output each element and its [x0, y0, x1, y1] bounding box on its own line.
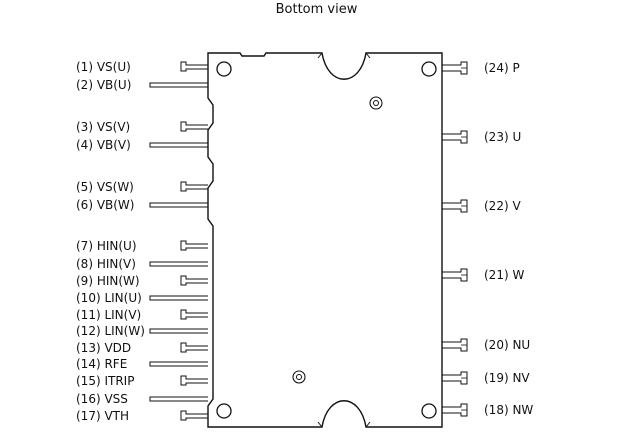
right-pin-label: (19) NV	[484, 371, 530, 385]
left-pin-label: (7) HIN(U)	[76, 239, 137, 253]
left-pin-label: (10) LIN(U)	[76, 291, 142, 305]
left-pin-label: (9) HIN(W)	[76, 274, 140, 288]
left-pin: (3) VS(V)	[76, 120, 208, 134]
left-pin: (14) RFE	[76, 357, 208, 371]
ejector-mark-upper	[369, 96, 383, 110]
left-pin: (4) VB(V)	[76, 138, 208, 152]
left-pin: (6) VB(W)	[76, 198, 208, 212]
left-pin-label: (15) ITRIP	[76, 374, 134, 388]
left-pin: (15) ITRIP	[76, 374, 208, 388]
right-pin-label: (20) NU	[484, 338, 530, 352]
right-pin: (18) NW	[442, 403, 533, 417]
right-pin: (23) U	[442, 130, 521, 144]
right-pin: (21) W	[442, 268, 524, 282]
left-pin-label: (2) VB(U)	[76, 78, 131, 92]
mounting-hole-top-left	[216, 61, 232, 77]
right-pin-label: (23) U	[484, 130, 521, 144]
left-pin: (16) VSS	[76, 392, 208, 406]
left-pin-label: (14) RFE	[76, 357, 127, 371]
left-pin: (11) LIN(V)	[76, 308, 208, 322]
right-pin: (19) NV	[442, 371, 530, 385]
right-pin-label: (22) V	[484, 199, 521, 213]
left-pin-label: (5) VS(W)	[76, 180, 134, 194]
right-pin: (20) NU	[442, 338, 530, 352]
left-pin: (7) HIN(U)	[76, 239, 208, 253]
left-pin: (2) VB(U)	[76, 78, 208, 92]
right-pin: (24) P	[442, 61, 520, 75]
left-pin-label: (1) VS(U)	[76, 60, 131, 74]
left-pin-label: (12) LIN(W)	[76, 324, 145, 338]
left-pin: (8) HIN(V)	[76, 257, 208, 271]
left-pin: (5) VS(W)	[76, 180, 208, 194]
left-pin: (9) HIN(W)	[76, 274, 208, 288]
left-pin: (10) LIN(U)	[76, 291, 208, 305]
package-body	[207, 52, 443, 428]
right-pin-label: (21) W	[484, 268, 524, 282]
left-pin-group: (1) VS(U) (2) VB(U) (3) VS(V) (4) VB(V) (5) …	[76, 60, 208, 423]
right-pin-group: (24) P (23) U (22) V (21) W (20) NU (19) NV (1…	[442, 61, 533, 417]
left-pin: (17) VTH	[76, 409, 208, 423]
right-pin-label: (18) NW	[484, 403, 533, 417]
left-pin-label: (16) VSS	[76, 392, 128, 406]
left-pin: (12) LIN(W)	[76, 324, 208, 338]
left-pin-label: (8) HIN(V)	[76, 257, 136, 271]
top-notch-detail	[317, 52, 371, 59]
right-pin: (22) V	[442, 199, 521, 213]
mounting-hole-top-right	[421, 61, 437, 77]
left-pin-label: (4) VB(V)	[76, 138, 131, 152]
ejector-mark-lower	[292, 370, 306, 384]
bottom-notch-detail	[317, 421, 371, 428]
mounting-hole-bottom-left	[216, 403, 232, 419]
diagram-title: Bottom view	[275, 2, 358, 17]
left-pin: (13) VDD	[76, 341, 208, 355]
right-pin-label: (24) P	[484, 61, 520, 75]
left-pin-label: (17) VTH	[76, 409, 129, 423]
left-pin-label: (11) LIN(V)	[76, 308, 141, 322]
mounting-hole-bottom-right	[421, 403, 437, 419]
left-pin-label: (6) VB(W)	[76, 198, 134, 212]
left-pin-label: (3) VS(V)	[76, 120, 130, 134]
left-pin: (1) VS(U)	[76, 60, 208, 74]
left-pin-label: (13) VDD	[76, 341, 131, 355]
